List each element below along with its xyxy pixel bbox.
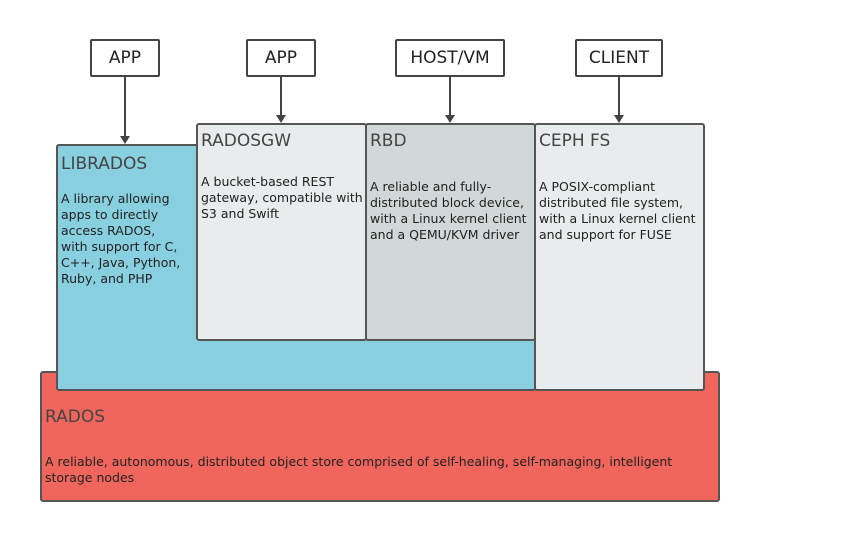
app-client-librados: APP	[90, 39, 160, 77]
cephfs-title: CEPH FS	[539, 131, 611, 151]
hostvm-client-rbd: HOST/VM	[395, 39, 505, 77]
arrowhead-rbd	[445, 115, 455, 123]
cephfs-description: A POSIX-compliant distributed file syste…	[539, 179, 696, 242]
radosgw-title: RADOSGW	[201, 131, 291, 151]
rados-title: RADOS	[45, 407, 106, 427]
rbd-title: RBD	[370, 131, 407, 151]
librados-description: A library allowing apps to directly acce…	[61, 191, 181, 286]
rbd-description: A reliable and fully-distributed block d…	[370, 179, 527, 242]
client-cephfs: CLIENT	[575, 39, 663, 77]
app-client-radosgw: APP	[246, 39, 316, 77]
arrowhead-librados	[120, 136, 130, 144]
rados-description: A reliable, autonomous, distributed obje…	[45, 454, 673, 485]
cephfs-box: CEPH FS A POSIX-compliant distributed fi…	[534, 123, 705, 391]
radosgw-description: A bucket-based REST gateway, compatible …	[201, 174, 363, 221]
arrowhead-cephfs	[614, 115, 624, 123]
rbd-box: RBD A reliable and fully-distributed blo…	[365, 123, 536, 341]
arrowhead-radosgw	[276, 115, 286, 123]
rados-box: RADOS A reliable, autonomous, distribute…	[40, 371, 720, 502]
librados-title: LIBRADOS	[61, 154, 148, 174]
